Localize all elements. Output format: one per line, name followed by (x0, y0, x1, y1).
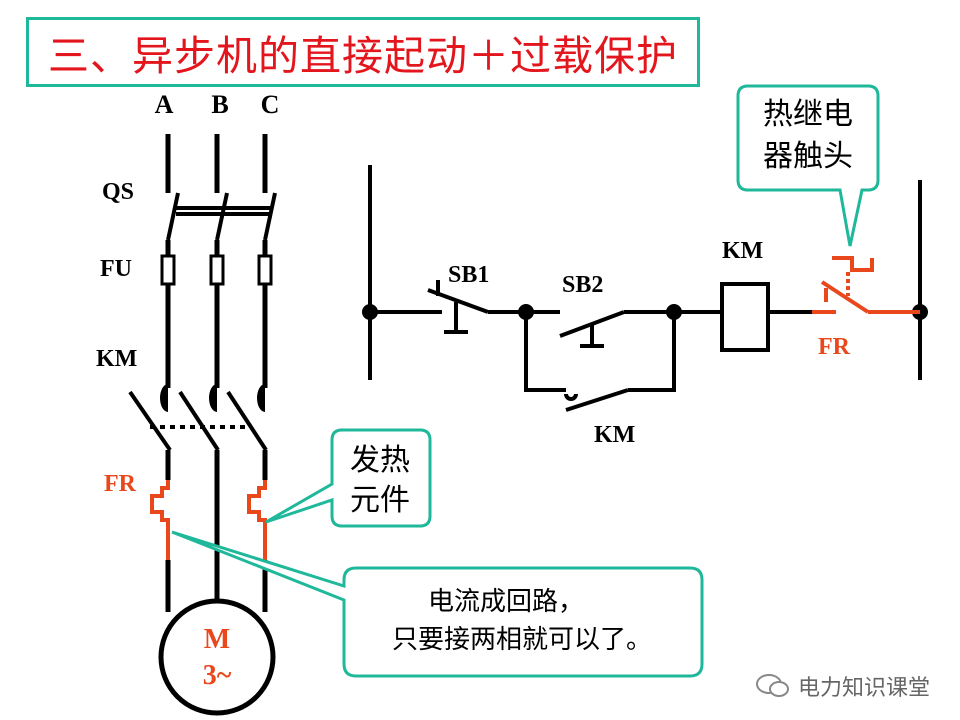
page-title: 三、异步机的直接起动＋过载保护 (48, 32, 678, 80)
control-circuit: SB1 SB2 KM KM (362, 165, 928, 448)
callout-relay-line2: 器触头 (763, 139, 853, 174)
sb2-label: SB2 (562, 272, 603, 298)
km-main-blades (128, 390, 268, 452)
km-main-contacts (160, 384, 265, 412)
km-aux-contact (524, 312, 676, 412)
fr-nc-contact (812, 256, 920, 314)
fr-contact-label: FR (818, 334, 851, 360)
callout-note-line1: 电流成回路， (428, 587, 584, 617)
km-aux-label: KM (594, 422, 635, 448)
main-circuit: A B C QS FU K (96, 90, 280, 716)
fr-main-label: FR (104, 471, 137, 497)
callout-relay-line1: 热继电 (763, 97, 853, 132)
qs-switch (166, 192, 277, 241)
motor-label-phase: 3~ (203, 660, 232, 691)
km-main-label: KM (96, 346, 137, 372)
phase-label-a: A (155, 90, 174, 119)
sb1-label: SB1 (448, 262, 489, 288)
fu-fuses (160, 254, 273, 286)
watermark: 电力知识课堂 (755, 670, 930, 702)
km-coil-label: KM (722, 238, 763, 264)
phase-label-b: B (211, 90, 228, 119)
callout-heating-line2: 元件 (350, 483, 410, 518)
sb1-stop-button (427, 280, 526, 334)
title-box: 三、异步机的直接起动＋过载保护 (26, 17, 700, 87)
callout-circuit-note: 电流成回路， 只要接两相就可以了。 (171, 530, 704, 678)
callout-heating-element: 发热 元件 (265, 428, 432, 528)
motor (158, 598, 276, 716)
wechat-icon (755, 674, 789, 697)
motor-label-m: M (204, 624, 230, 655)
watermark-text: 电力知识课堂 (797, 676, 930, 701)
callout-relay-contact: 热继电 器触头 (736, 84, 880, 247)
phase-label-c: C (261, 90, 280, 119)
fr-heating-elements (150, 480, 267, 560)
sb2-start-button (559, 310, 674, 348)
km-coil (720, 282, 770, 352)
fu-label: FU (100, 256, 132, 282)
qs-label: QS (102, 179, 134, 205)
callout-heating-line1: 发热 (350, 443, 410, 478)
callout-note-line2: 只要接两相就可以了。 (392, 625, 652, 655)
